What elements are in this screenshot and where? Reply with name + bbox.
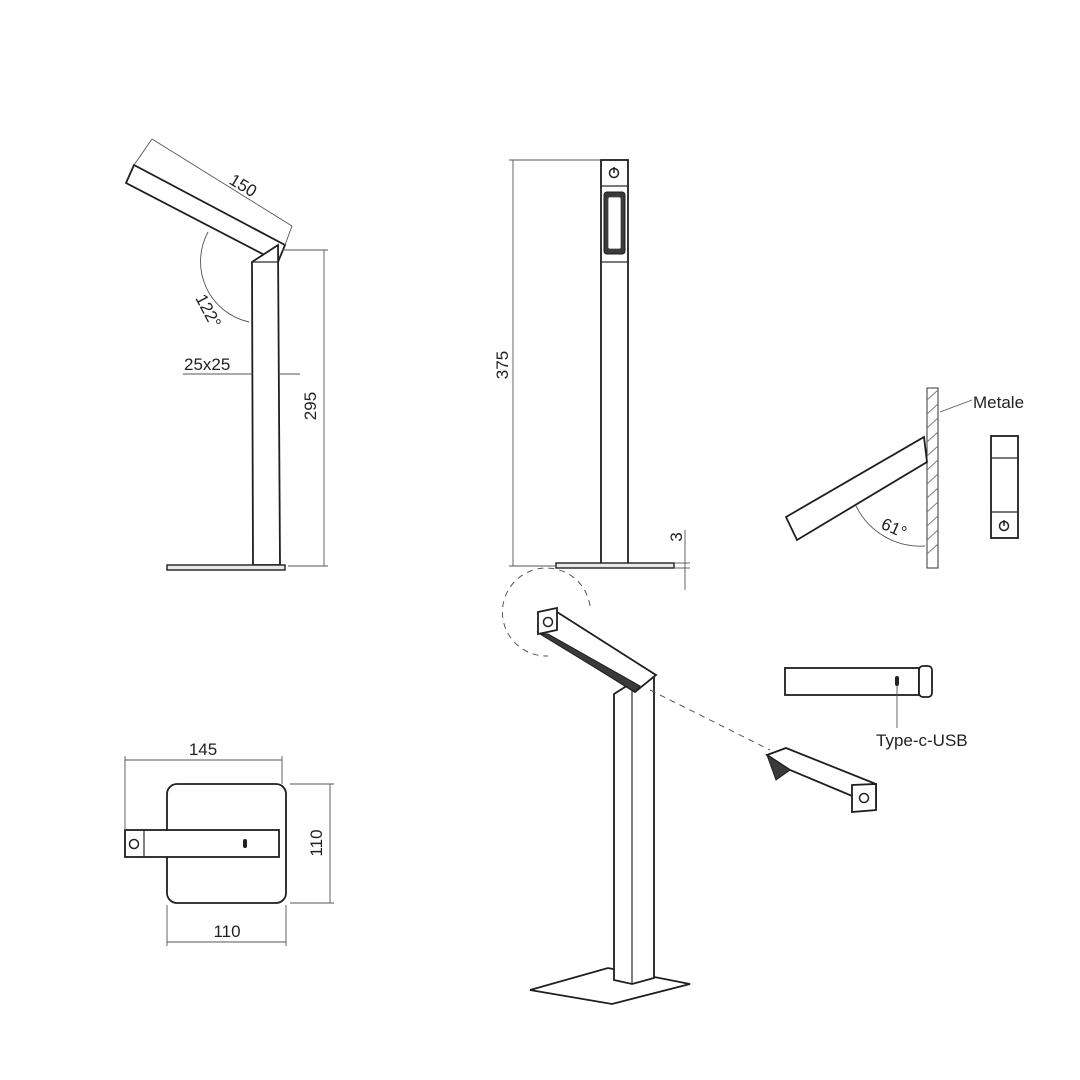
base-thickness-label: 3 [667,532,686,541]
wall-angle-arc [855,505,926,547]
wall-angle-label: 61° [878,514,909,542]
side-view: 150 122° 25x25 295 [124,138,328,571]
section-label: 25x25 [184,355,230,374]
side-angle-label: 122° [191,291,224,331]
top-view: 145 110 110 [124,740,334,946]
detail-views: Type-c-USB [765,665,968,813]
top-depth-label: 110 [307,829,326,856]
top-arm [124,829,280,858]
persp-post [613,674,655,985]
usb-slot [895,676,899,686]
side-post [251,243,281,566]
end-view [990,435,1019,539]
front-view: 375 3 [493,159,690,590]
wall [926,387,939,569]
tilted-head-face [851,783,877,813]
rotation-arc [501,567,591,657]
persp-arm-end [537,606,558,636]
detail-leader [649,689,771,751]
perspective-view [501,567,771,1005]
front-base [555,562,675,569]
front-height-label: 375 [493,351,512,379]
persp-base [529,967,691,1005]
base-width-label: 110 [213,922,240,941]
usb-port [243,839,247,848]
tilted-power-icon [858,792,870,804]
top-width-label: 145 [189,740,217,759]
top-power-icon [128,838,140,850]
usb-cap [918,665,933,698]
side-base [166,564,286,571]
angle-arc [200,231,250,323]
persp-arm-underside [538,633,641,693]
side-height-label: 295 [301,392,320,420]
wall-view: Metale 61° [784,387,1024,569]
arm-length-label: 150 [226,170,260,201]
tilted-head-end [766,753,791,781]
wall-arm [784,435,928,542]
persp-power-icon [542,616,554,628]
side-arm [124,163,287,264]
usb-label: Type-c-USB [876,731,968,750]
material-label: Metale [973,393,1024,412]
wall-hatch [926,389,939,555]
